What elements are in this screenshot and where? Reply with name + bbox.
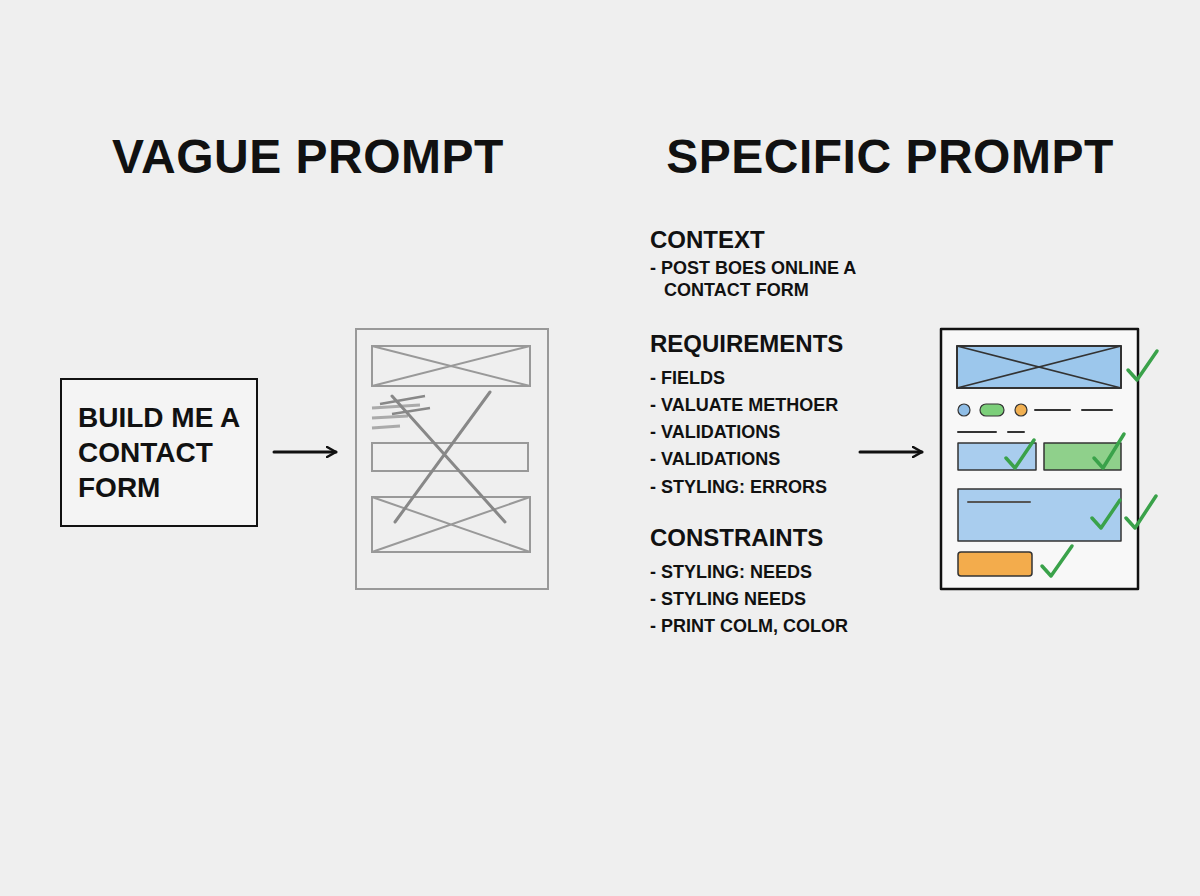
- prompt-box: BUILD ME A CONTACT FORM: [60, 378, 258, 527]
- list-item: - VALIDATIONS: [650, 449, 780, 471]
- section-heading: CONTEXT: [650, 226, 765, 255]
- list-item: - PRINT COLM, COLOR: [650, 616, 848, 638]
- cross-mark: [372, 346, 530, 386]
- wireframe-outline: [941, 329, 1138, 589]
- list-item: - STYLING: NEEDS: [650, 562, 812, 584]
- dot: [958, 404, 970, 416]
- wireframe-outline: [356, 329, 548, 589]
- checkmark: [1094, 434, 1124, 468]
- checkmark: [1092, 500, 1120, 528]
- text-line: [968, 501, 1030, 503]
- cross-mark: [957, 346, 1121, 388]
- submit-button: [958, 552, 1032, 576]
- heading: SPECIFIC PROMPT: [666, 128, 1114, 186]
- good-wireframe: [941, 329, 1157, 589]
- checkmark: [1042, 546, 1072, 576]
- prompt-text: BUILD ME A CONTACT FORM: [78, 400, 240, 505]
- wireframe-header: [957, 346, 1121, 388]
- list-item: - POST BOES ONLINE A CONTACT FORM: [650, 258, 879, 301]
- wireframe-header: [372, 346, 530, 386]
- checkmarks: [1006, 351, 1157, 576]
- checkmark: [1128, 351, 1157, 380]
- checkmark: [1006, 440, 1034, 468]
- dot: [1015, 404, 1027, 416]
- text-line: [958, 410, 1112, 432]
- list-item: - VALIDATIONS: [650, 422, 780, 444]
- text-area: [958, 489, 1121, 541]
- section-heading: CONSTRAINTS: [650, 524, 823, 553]
- arrow: [860, 451, 922, 454]
- list-item: - STYLING NEEDS: [650, 589, 806, 611]
- list-item: - STYLING: ERRORS: [650, 477, 827, 499]
- big-cross: [392, 392, 505, 522]
- broken-wireframe: [356, 329, 548, 589]
- wireframe-block: [372, 497, 530, 552]
- arrow: [274, 451, 336, 454]
- pill: [980, 404, 1004, 416]
- cross-mark: [372, 497, 530, 552]
- checkmark: [1126, 496, 1156, 528]
- section-heading: REQUIREMENTS: [650, 330, 843, 359]
- heading: VAGUE PROMPT: [112, 128, 504, 186]
- list-item: - VALUATE METHOER: [650, 395, 838, 417]
- list-item: - FIELDS: [650, 368, 725, 390]
- scribble: [372, 405, 420, 428]
